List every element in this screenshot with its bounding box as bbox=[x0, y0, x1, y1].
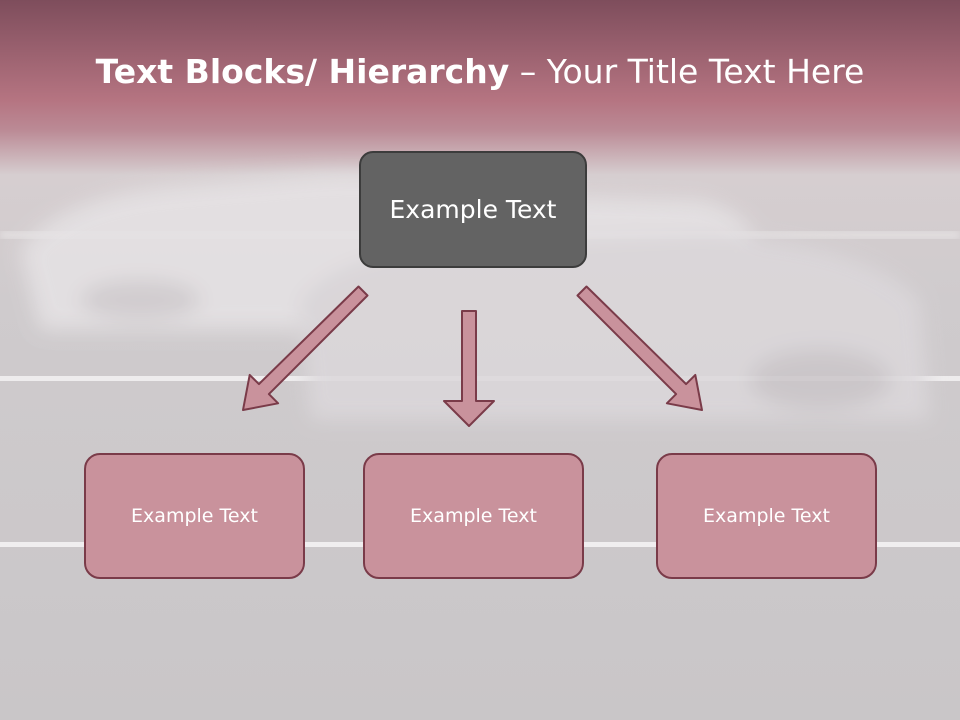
child-box-label: Example Text bbox=[410, 505, 537, 527]
title-bold: Text Blocks/ Hierarchy bbox=[95, 52, 510, 91]
child-box-label: Example Text bbox=[703, 505, 830, 527]
child-box-label: Example Text bbox=[131, 505, 258, 527]
arrow-center bbox=[443, 310, 495, 427]
child-box-left: Example Text bbox=[84, 453, 305, 579]
title-normal: Your Title Text Here bbox=[546, 52, 865, 91]
root-box: Example Text bbox=[359, 151, 587, 268]
slide-title: Text Blocks/ Hierarchy – Your Title Text… bbox=[0, 52, 960, 91]
arrow-left bbox=[242, 285, 369, 411]
child-box-right: Example Text bbox=[656, 453, 877, 579]
arrow-right bbox=[576, 285, 703, 411]
title-separator: – bbox=[509, 52, 547, 91]
root-box-label: Example Text bbox=[389, 195, 557, 224]
child-box-center: Example Text bbox=[363, 453, 584, 579]
